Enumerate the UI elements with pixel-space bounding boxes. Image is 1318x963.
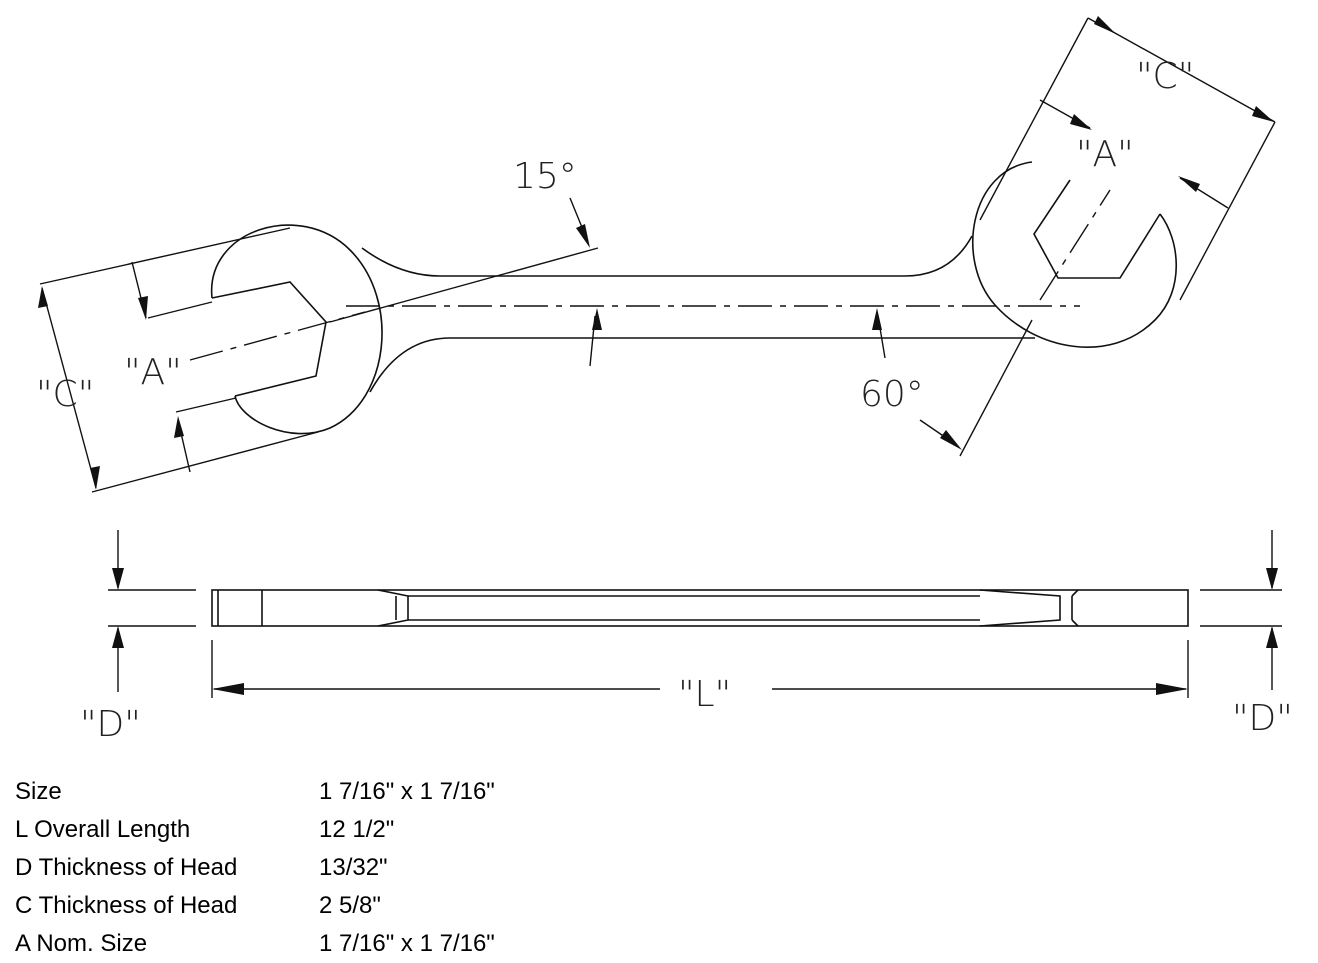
right-head-jaw [1033, 179, 1161, 279]
wrench-side-view [211, 589, 1189, 627]
left-d-label: "D" [80, 704, 141, 745]
spec-value: 1 7/16" x 1 7/16" [319, 778, 495, 805]
angle-60-label: 60° [860, 374, 924, 415]
right-head-dimensions: "C" "A" [979, 16, 1276, 301]
angle-15-dimension: 15° [329, 156, 886, 367]
handle-bottom-edge [369, 337, 1035, 393]
right-c-label: "C" [1136, 56, 1194, 97]
spec-label: Size [15, 778, 62, 805]
d-dimensions: "D" "D" [80, 530, 1293, 745]
handle-top-edge [361, 235, 973, 277]
spec-label: C Thickness of Head [15, 892, 238, 919]
spec-label: A Nom. Size [15, 930, 148, 957]
angle-15-label: 15° [513, 156, 577, 197]
left-head-axis [189, 311, 366, 361]
wrench-top-view [189, 161, 1178, 435]
right-d-label: "D" [1232, 698, 1293, 739]
left-a-label: "A" [124, 352, 182, 393]
l-dimension: "L" [211, 640, 1189, 715]
wrench-technical-drawing: 15° 60° "C" "A" "C" [36, 16, 1293, 745]
left-c-label: "C" [36, 374, 94, 415]
spec-label: L Overall Length [15, 816, 191, 843]
left-head-outline [211, 224, 383, 435]
spec-label: D Thickness of Head [15, 854, 238, 881]
spec-value: 12 1/2" [319, 816, 395, 843]
right-a-label: "A" [1076, 134, 1134, 175]
spec-value: 2 5/8" [319, 892, 381, 919]
right-head-outline [972, 161, 1178, 348]
angle-60-dimension: 60° [860, 319, 1033, 457]
spec-value: 1 7/16" x 1 7/16" [319, 930, 495, 957]
right-head-axis [1039, 189, 1111, 301]
spec-value: 13/32" [319, 854, 388, 881]
l-label: "L" [678, 674, 731, 715]
left-head-dimensions: "C" "A" [36, 227, 319, 493]
